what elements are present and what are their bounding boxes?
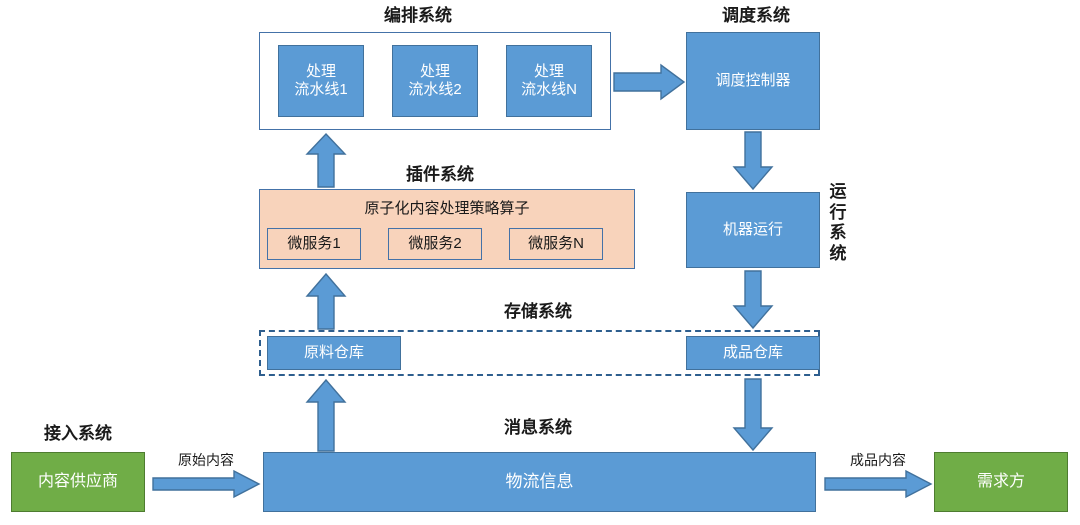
pipeline-1-line1: 处理 [305, 62, 336, 80]
microservice-box-n[interactable]: 微服务N [509, 228, 603, 260]
microservice-n-label: 微服务N [528, 234, 584, 252]
scheduler-controller-box[interactable]: 调度控制器 [686, 32, 820, 130]
runtime-char-3: 统 [829, 244, 847, 264]
scheduler-controller-label: 调度控制器 [715, 71, 791, 89]
flow-label-finished-content: 成品内容 [850, 452, 906, 468]
title-access-system: 接入系统 [44, 424, 112, 443]
flow-label-raw-content: 原始内容 [178, 452, 234, 468]
consumer-label: 需求方 [976, 473, 1025, 491]
content-supplier-box[interactable]: 内容供应商 [11, 452, 145, 512]
title-storage-system: 存储系统 [504, 302, 572, 321]
arrow-finished-warehouse-to-logistics-icon [731, 378, 775, 452]
consumer-box[interactable]: 需求方 [934, 452, 1068, 512]
finished-warehouse-box[interactable]: 成品仓库 [686, 336, 820, 370]
pipeline-n-line1: 处理 [533, 62, 564, 80]
arrow-plugin-to-orchestration-icon [304, 132, 348, 188]
arrow-supplier-to-logistics-icon [152, 469, 261, 499]
runtime-char-2: 系 [829, 223, 847, 243]
pipeline-box-1[interactable]: 处理 流水线1 [278, 45, 364, 117]
runtime-char-0: 运 [829, 182, 847, 201]
microservice-box-1[interactable]: 微服务1 [267, 228, 361, 260]
arrow-raw-warehouse-to-plugin-icon [304, 272, 348, 330]
machine-runtime-box[interactable]: 机器运行 [686, 192, 820, 268]
title-plugin-system: 插件系统 [406, 165, 474, 184]
microservice-box-2[interactable]: 微服务2 [388, 228, 482, 260]
title-orchestration-system: 编排系统 [384, 6, 452, 25]
content-supplier-label: 内容供应商 [37, 473, 118, 491]
title-message-system: 消息系统 [504, 418, 572, 437]
arrow-machine-to-finished-warehouse-icon [731, 270, 775, 330]
title-scheduling-system: 调度系统 [722, 6, 790, 25]
pipeline-box-2[interactable]: 处理 流水线2 [392, 45, 478, 117]
raw-warehouse-box[interactable]: 原料仓库 [267, 336, 401, 370]
arrow-logistics-to-consumer-icon [824, 469, 933, 499]
arrow-logistics-to-raw-warehouse-icon [304, 378, 348, 452]
arrow-orchestration-to-scheduler-icon [613, 63, 686, 101]
pipeline-1-line2: 流水线1 [294, 81, 348, 98]
arrow-scheduler-to-machine-icon [731, 131, 775, 191]
pipeline-2-line2: 流水线2 [408, 81, 462, 98]
title-runtime-system: 运 行 系 统 [828, 182, 848, 265]
logistics-info-label: 物流信息 [505, 471, 574, 491]
pipeline-2-line1: 处理 [419, 62, 450, 80]
microservice-1-label: 微服务1 [287, 234, 341, 252]
raw-warehouse-label: 原料仓库 [303, 343, 364, 361]
runtime-char-1: 行 [829, 202, 847, 222]
pipeline-n-line2: 流水线N [521, 81, 577, 98]
machine-runtime-label: 机器运行 [722, 220, 783, 238]
finished-warehouse-label: 成品仓库 [722, 343, 783, 361]
pipeline-box-n[interactable]: 处理 流水线N [506, 45, 592, 117]
microservice-2-label: 微服务2 [408, 234, 462, 252]
plugin-panel-label: 原子化内容处理策略算子 [364, 200, 530, 217]
logistics-info-bar[interactable]: 物流信息 [263, 452, 816, 512]
